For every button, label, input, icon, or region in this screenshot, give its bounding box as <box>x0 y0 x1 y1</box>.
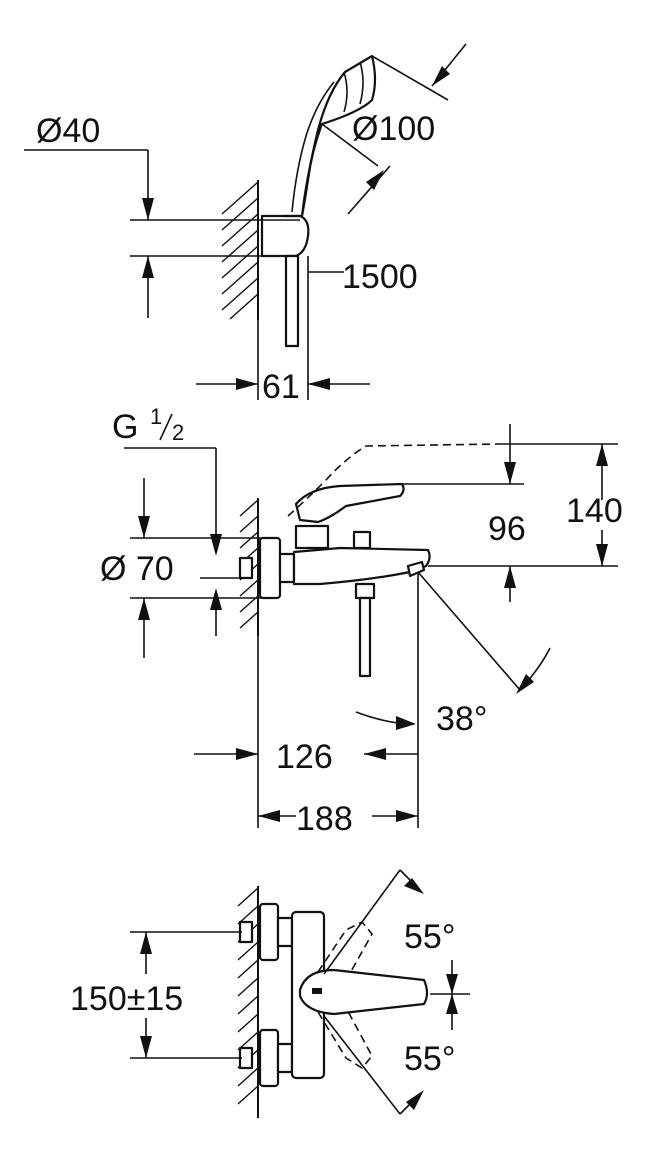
hand-shower <box>282 54 377 218</box>
mixer-lever-top <box>298 968 429 1016</box>
hose-length-label: 1500 <box>342 258 418 296</box>
thread-fraction-denominator: 2 <box>172 420 184 445</box>
wall-holder <box>260 214 310 258</box>
lever-ghost-lower <box>317 1003 373 1070</box>
spout-outlet <box>406 560 426 578</box>
escutcheon <box>258 536 282 600</box>
projection-label: 61 <box>262 368 300 406</box>
escutcheon-upper <box>258 902 280 962</box>
nut-lower-body <box>276 1042 294 1074</box>
shower-head-face <box>343 71 348 113</box>
escutcheon-lower <box>258 1028 280 1088</box>
handshower-diameter-label: Ø100 <box>352 110 435 148</box>
lever-angle-up-label: 55° <box>404 918 455 956</box>
lever-indicator <box>312 988 322 994</box>
lever-raised-ghost <box>287 443 501 517</box>
shower-hose <box>284 254 300 348</box>
wall-hatch-top <box>221 180 259 320</box>
mixer-lever <box>294 482 405 524</box>
shower-set-view: Ø40 Ø100 1500 61 <box>24 43 467 406</box>
nut-upper-body <box>276 916 294 948</box>
hand-shower-edge <box>291 81 335 213</box>
connector-nut-wall <box>238 556 254 580</box>
thread-fraction-numerator: 1 <box>150 404 162 429</box>
lever-height-140-label: 140 <box>566 492 623 530</box>
mixer-top-view: 150±15 55° 55° <box>70 869 470 1118</box>
diverter-knob <box>352 530 372 550</box>
mixer-side-view: G 1 2 Ø 70 96 140 38° <box>100 404 623 838</box>
holder-diameter-label: Ø40 <box>36 112 100 150</box>
total-depth-label: 188 <box>296 800 353 838</box>
escutcheon-diameter-label: Ø 70 <box>100 550 174 588</box>
lever-height-96-label: 96 <box>488 510 526 548</box>
thread-label: G <box>112 408 138 446</box>
shower-head-face-inner <box>359 61 364 105</box>
wall-hatch-bottom <box>237 886 259 1118</box>
outlet-hose <box>358 596 372 678</box>
spout-angle-label: 38° <box>436 700 487 738</box>
shower-outlet <box>354 582 376 600</box>
center-distance-label: 150±15 <box>70 980 183 1018</box>
spout-reach-label: 126 <box>276 738 333 776</box>
lever-angle-down-label: 55° <box>404 1040 455 1078</box>
connector-nut-body <box>278 552 296 584</box>
mixer-cartridge <box>294 524 330 550</box>
